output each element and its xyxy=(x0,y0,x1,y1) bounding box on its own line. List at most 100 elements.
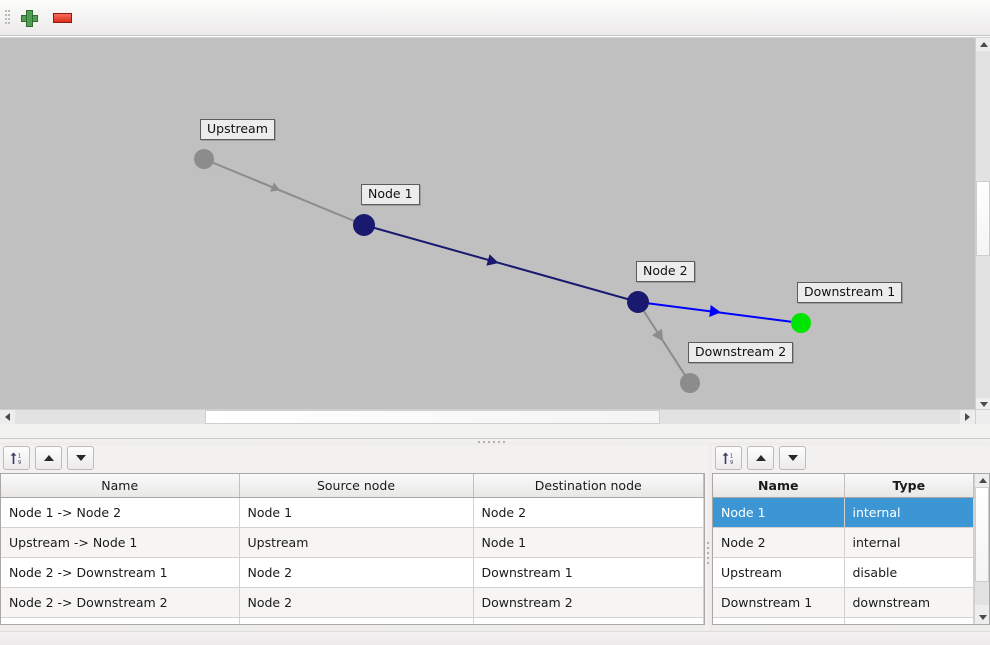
edge-name-cell[interactable]: Node 2 -> Downstream 2 xyxy=(1,587,240,618)
horizontal-splitter[interactable] xyxy=(0,438,990,445)
graph-hscrollbar[interactable] xyxy=(0,409,975,424)
vertical-splitter-grip xyxy=(707,542,709,567)
nodes-pane: 1 9 Name Type xyxy=(712,444,990,645)
table-row[interactable]: Node 2 internal xyxy=(713,527,974,558)
triangle-down-icon xyxy=(978,615,987,620)
nodes-table: Name Type Node 1 internal Node 2 interna… xyxy=(713,474,974,624)
edge-name-cell[interactable]: Node 1 -> Node 2 xyxy=(1,497,240,528)
edges-move-down-button[interactable] xyxy=(67,446,94,470)
arrow-up-icon xyxy=(43,455,54,461)
triangle-down-icon xyxy=(979,402,988,407)
arrow-up-icon xyxy=(755,455,766,461)
remove-button[interactable] xyxy=(49,6,75,30)
node-name-cell[interactable]: Downstream 1 xyxy=(713,587,845,618)
nodes-scroll-up-button[interactable] xyxy=(975,474,989,487)
graph-node-downstream2[interactable] xyxy=(680,373,700,393)
graph-node-label-downstream2[interactable]: Downstream 2 xyxy=(688,342,794,363)
edge-destination-cell[interactable]: Downstream 1 xyxy=(473,557,704,588)
edges-column-header-source[interactable]: Source node xyxy=(239,474,474,498)
node-name-cell[interactable]: Node 1 xyxy=(713,497,845,528)
edge-source-cell[interactable]: Node 1 xyxy=(239,497,474,528)
nodes-column-header-type[interactable]: Type xyxy=(844,474,974,498)
graph-edge-node1-node2[interactable] xyxy=(363,224,639,303)
vertical-splitter[interactable] xyxy=(705,444,712,645)
scroll-left-button[interactable] xyxy=(0,410,15,424)
arrow-down-icon xyxy=(75,455,86,461)
triangle-left-icon xyxy=(5,413,10,421)
nodes-sort-button[interactable]: 1 9 xyxy=(715,446,742,470)
graph-node-node1[interactable] xyxy=(353,214,375,236)
edges-move-up-button[interactable] xyxy=(35,446,62,470)
edge-source-cell[interactable]: Node 2 xyxy=(239,587,474,618)
toolbar-grip[interactable] xyxy=(5,10,10,26)
node-type-cell[interactable]: disable xyxy=(844,557,974,588)
sort-icon: 1 9 xyxy=(10,452,21,466)
nodes-vscroll-thumb[interactable] xyxy=(975,487,989,582)
edges-column-header-name[interactable]: Name xyxy=(1,474,240,498)
triangle-up-icon xyxy=(979,42,988,47)
node-type-cell[interactable]: downstream xyxy=(844,587,974,618)
edge-source-cell[interactable]: Node 2 xyxy=(239,557,474,588)
main-toolbar xyxy=(0,0,990,36)
scroll-right-button[interactable] xyxy=(960,410,975,424)
node-type-cell[interactable]: internal xyxy=(844,527,974,558)
edges-table-frame[interactable]: Name Source node Destination node Node 1… xyxy=(0,473,705,625)
edges-pane: 1 9 Name Source node Destination node xyxy=(0,444,705,645)
table-row[interactable]: Upstream disable xyxy=(713,557,974,588)
svg-text:1: 1 xyxy=(18,453,21,459)
svg-text:9: 9 xyxy=(730,460,733,466)
graph-node-label-downstream1[interactable]: Downstream 1 xyxy=(797,282,903,303)
graph-hscroll-thumb[interactable] xyxy=(205,410,660,424)
graph-node-label-node2[interactable]: Node 2 xyxy=(636,261,695,282)
node-type-cell[interactable]: internal xyxy=(844,497,974,528)
nodes-scroll-down-button[interactable] xyxy=(975,611,989,624)
add-button[interactable] xyxy=(16,6,42,30)
graph-node-label-upstream[interactable]: Upstream xyxy=(200,119,275,140)
table-row[interactable]: Downstream 1 downstream xyxy=(713,587,974,618)
graph-node-upstream[interactable] xyxy=(194,149,214,169)
svg-text:1: 1 xyxy=(730,453,733,459)
edge-destination-cell[interactable]: Downstream 2 xyxy=(473,587,704,618)
status-bar xyxy=(0,631,990,645)
nodes-table-header-row: Name Type xyxy=(713,474,974,498)
table-row[interactable]: Upstream -> Node 1 Upstream Node 1 xyxy=(1,527,704,558)
edges-column-header-destination[interactable]: Destination node xyxy=(473,474,704,498)
edges-table-header-row: Name Source node Destination node xyxy=(1,474,704,498)
graph-node-node2[interactable] xyxy=(627,291,649,313)
scroll-down-button[interactable] xyxy=(976,398,990,411)
edge-name-cell[interactable]: Upstream -> Node 1 xyxy=(1,527,240,558)
graph-node-label-node1[interactable]: Node 1 xyxy=(361,184,420,205)
edge-destination-cell[interactable]: Node 1 xyxy=(473,527,704,558)
minus-icon xyxy=(52,13,72,23)
graph-canvas[interactable]: Upstream Node 1 Node 2 Downstream 1 Down… xyxy=(0,38,975,424)
nodes-move-up-button[interactable] xyxy=(747,446,774,470)
graph-node-downstream1[interactable] xyxy=(791,313,811,333)
nodes-table-frame[interactable]: Name Type Node 1 internal Node 2 interna… xyxy=(712,473,990,625)
node-name-cell[interactable]: Node 2 xyxy=(713,527,845,558)
edges-sort-button[interactable]: 1 9 xyxy=(3,446,30,470)
splitter-grip xyxy=(478,441,505,443)
graph-edge-upstream-node1[interactable] xyxy=(203,158,365,226)
node-name-cell[interactable]: Upstream xyxy=(713,557,845,588)
table-row-empty xyxy=(1,617,704,624)
graph-svg xyxy=(194,149,811,393)
scroll-up-button[interactable] xyxy=(976,38,990,51)
nodes-column-header-name[interactable]: Name xyxy=(713,474,845,498)
edges-table: Name Source node Destination node Node 1… xyxy=(1,474,704,624)
graph-edge-node2-downstream1[interactable] xyxy=(637,301,802,324)
nodes-table-vscrollbar[interactable] xyxy=(974,474,989,624)
table-row[interactable]: Node 1 -> Node 2 Node 1 Node 2 xyxy=(1,497,704,528)
triangle-right-icon xyxy=(965,413,970,421)
sort-icon: 1 9 xyxy=(722,452,733,466)
graph-vscrollbar[interactable] xyxy=(975,38,990,424)
graph-view[interactable]: Upstream Node 1 Node 2 Downstream 1 Down… xyxy=(0,37,990,437)
edge-name-cell[interactable]: Node 2 -> Downstream 1 xyxy=(1,557,240,588)
table-row[interactable]: Node 2 -> Downstream 2 Node 2 Downstream… xyxy=(1,587,704,618)
graph-edge-node2-downstream2[interactable] xyxy=(637,301,691,384)
edge-source-cell[interactable]: Upstream xyxy=(239,527,474,558)
graph-vscroll-thumb[interactable] xyxy=(976,181,990,256)
table-row[interactable]: Node 1 internal xyxy=(713,497,974,528)
edge-destination-cell[interactable]: Node 2 xyxy=(473,497,704,528)
nodes-move-down-button[interactable] xyxy=(779,446,806,470)
table-row[interactable]: Node 2 -> Downstream 1 Node 2 Downstream… xyxy=(1,557,704,588)
